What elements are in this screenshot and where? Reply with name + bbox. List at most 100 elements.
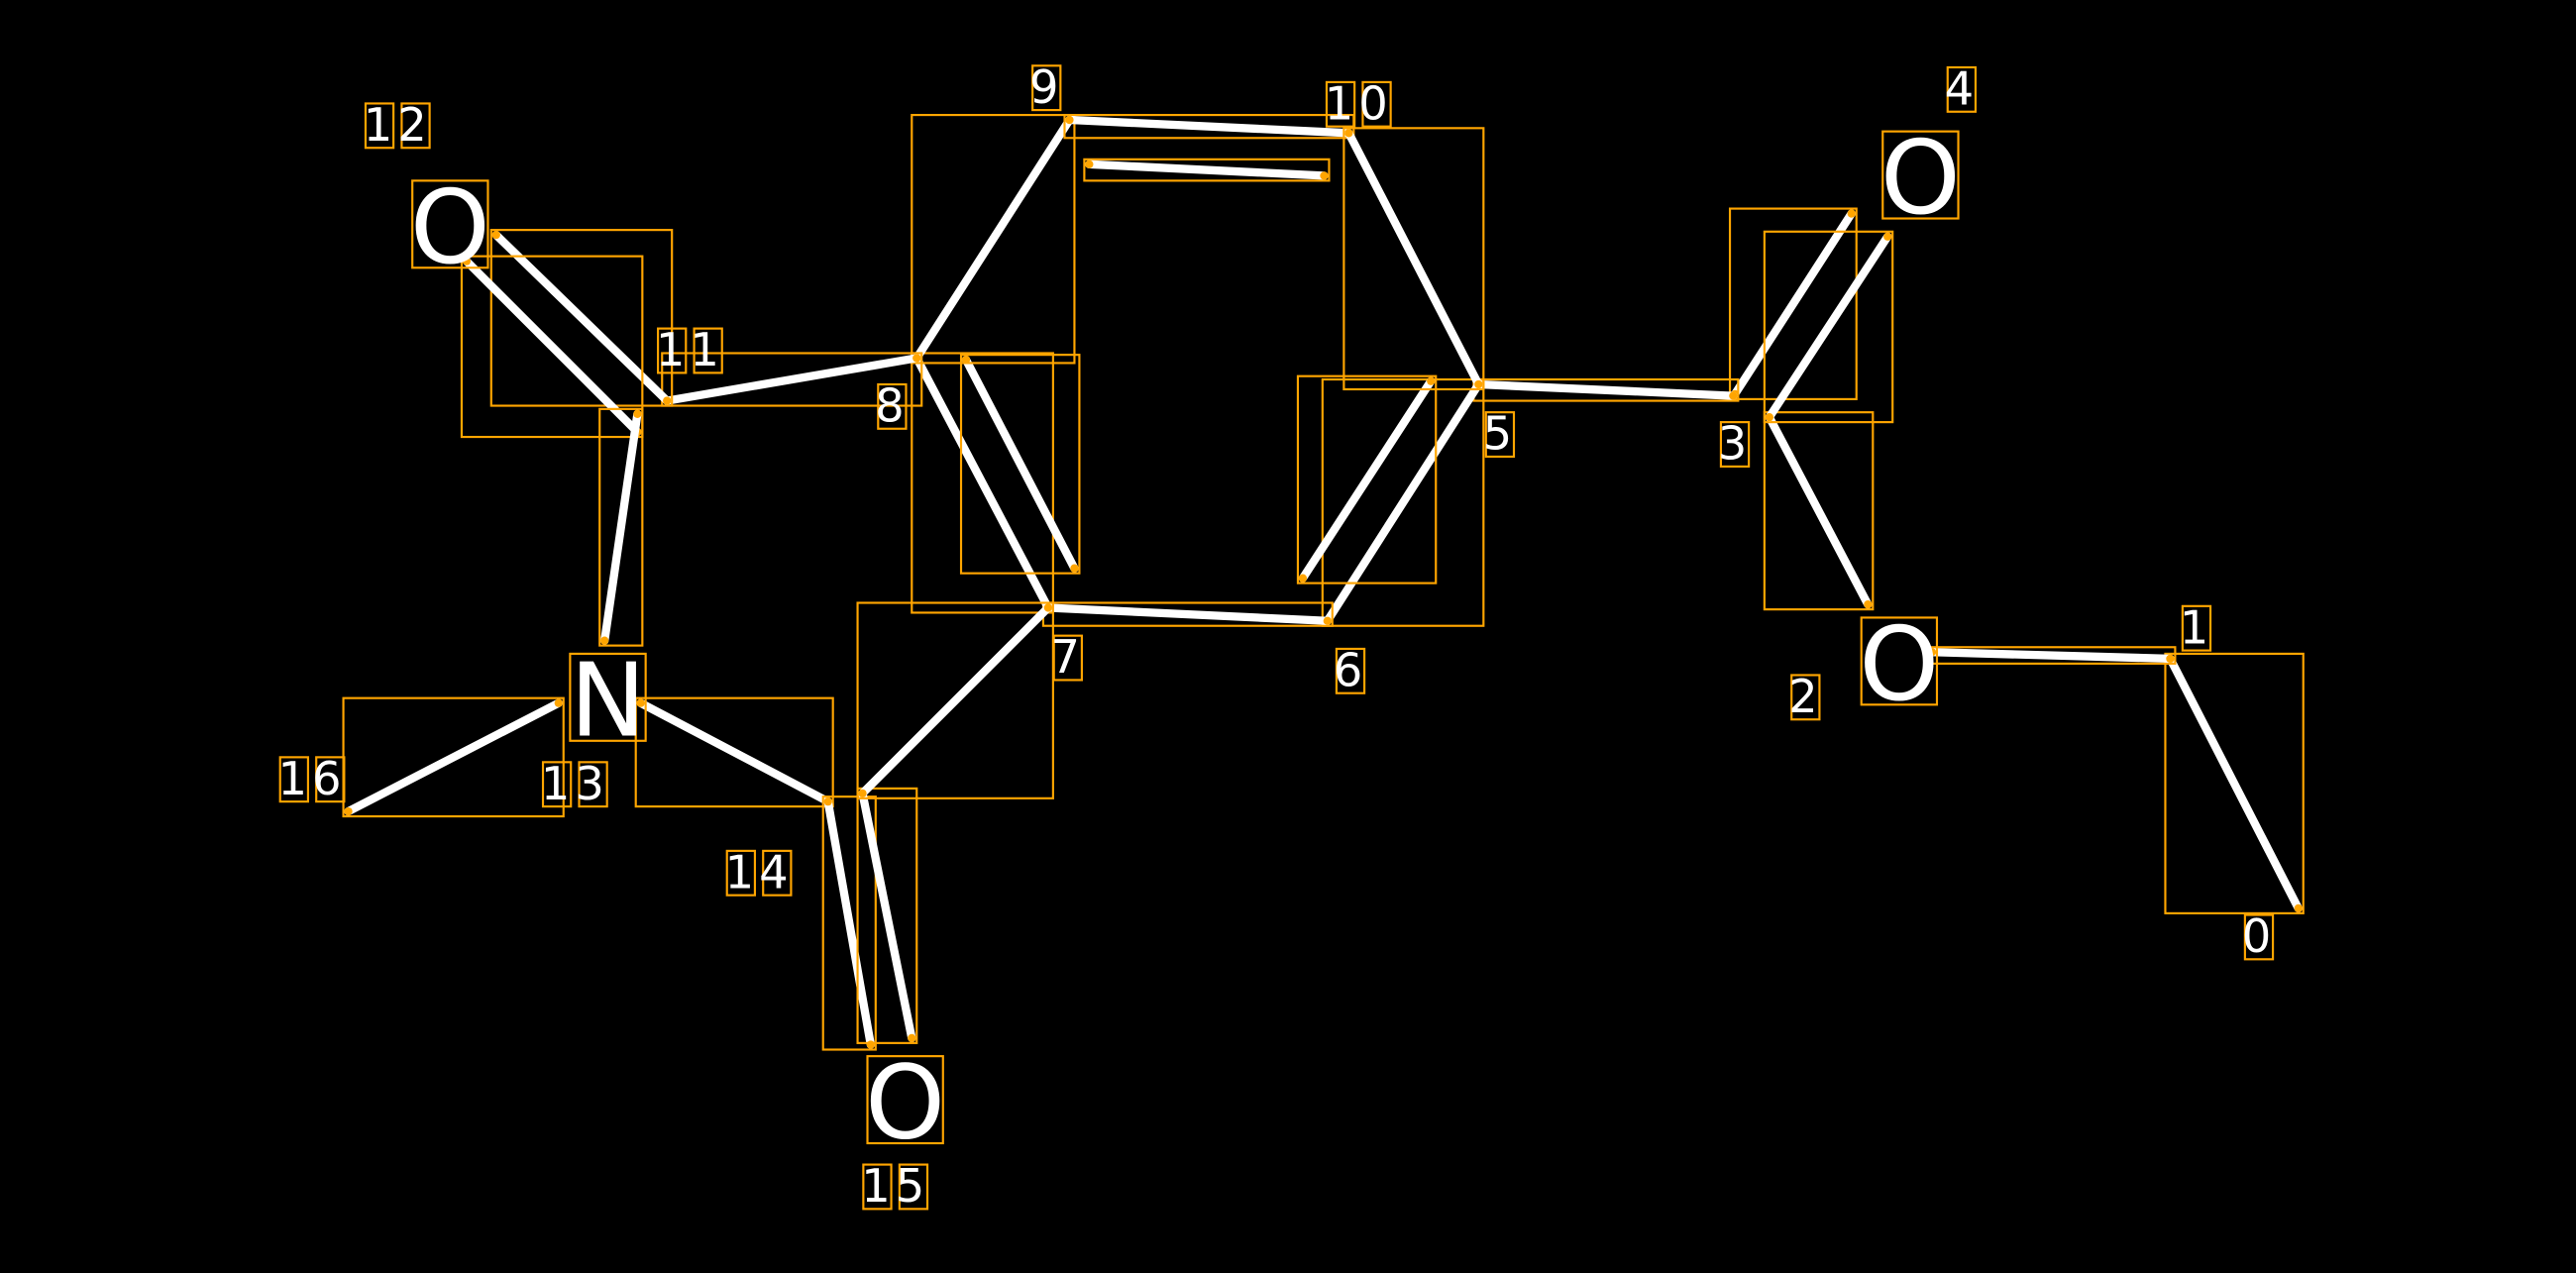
bond-endpoint — [1864, 600, 1873, 609]
atom-2: O2 — [1788, 606, 1939, 724]
bond-line — [462, 257, 642, 437]
bond-bounding-box — [1728, 207, 1858, 400]
bond-endpoint — [1474, 379, 1483, 389]
bond-bounding-box — [1083, 158, 1331, 182]
bond-14-7 — [856, 601, 1054, 799]
index-digit-box — [278, 756, 309, 803]
atom-10: 10 — [1325, 76, 1392, 130]
element-label: O — [1859, 606, 1939, 724]
bond-endpoint — [858, 789, 867, 797]
bond-endpoint — [1085, 159, 1094, 168]
bond-endpoint — [491, 230, 500, 240]
atom-3: 3 — [1718, 417, 1751, 471]
atom-15: O15 — [861, 1045, 945, 1213]
atom-index-label: 12 — [364, 98, 432, 152]
bond-bounding-box — [1925, 646, 2177, 665]
bond-endpoint — [961, 355, 971, 365]
atom-index-label: 0 — [2242, 909, 2277, 963]
bond-13-14 — [634, 696, 834, 808]
bond-2-3 — [1763, 411, 1875, 611]
atom-index-label: 15 — [861, 1159, 929, 1213]
atom-7: 7 — [1051, 630, 1083, 684]
bond-endpoint — [1323, 616, 1332, 625]
bond-line — [858, 603, 1053, 797]
bond-line — [1323, 379, 1483, 625]
bond-line — [1765, 232, 1892, 422]
bond-bounding-box — [1296, 374, 1438, 584]
bond-bounding-box — [911, 352, 1054, 614]
index-digit-box — [862, 1163, 893, 1211]
bond-line — [600, 409, 642, 645]
atom-11: 11 — [656, 323, 724, 376]
bond-8-9 — [911, 113, 1076, 365]
atom-index-label: 11 — [656, 323, 724, 376]
bond-line — [961, 355, 1079, 573]
bond-line — [1298, 376, 1436, 583]
atom-index-label: 9 — [1029, 60, 1064, 114]
bond-line — [1085, 159, 1329, 180]
element-bounding-box — [411, 179, 489, 269]
bond-line — [1765, 413, 1873, 609]
atom-8: 8 — [875, 379, 908, 433]
element-label: O — [410, 169, 490, 287]
bond-6-7 — [1041, 601, 1334, 627]
bond-9-10 — [1063, 113, 1355, 182]
index-digit-box — [762, 849, 793, 897]
index-digit-box — [1719, 421, 1751, 468]
bond-13-16 — [342, 696, 565, 818]
bond-line — [912, 115, 1074, 363]
bond-endpoint — [1427, 376, 1436, 385]
index-digit-box — [1052, 634, 1083, 682]
bond-line — [1043, 603, 1332, 625]
bond-7-8 — [911, 352, 1081, 614]
bond-bounding-box — [959, 354, 1081, 575]
bond-line — [912, 354, 1053, 612]
bond-line — [823, 796, 875, 1049]
atom-index-label: 4 — [1945, 62, 1980, 116]
bond-3-4 — [1728, 207, 1894, 424]
bond-endpoint — [663, 396, 672, 405]
atom-13: N13 — [541, 642, 647, 810]
bond-endpoint — [1883, 232, 1892, 241]
bond-layer — [342, 113, 2305, 1051]
index-digit-box — [2181, 604, 2212, 652]
atom-9: 9 — [1029, 60, 1064, 114]
bond-endpoint — [462, 257, 472, 265]
bond-0-1 — [2164, 652, 2305, 914]
element-label: N — [570, 642, 646, 760]
bond-14-15 — [821, 787, 918, 1051]
index-digit-box — [725, 849, 757, 897]
bond-bounding-box — [1763, 230, 1894, 424]
atom-16: 16 — [278, 752, 347, 805]
bond-endpoint — [1065, 115, 1074, 125]
index-digit-box — [541, 761, 573, 808]
atom-12: O 12 — [364, 98, 490, 287]
atom-index-label: 14 — [725, 845, 794, 899]
index-digit-box — [693, 327, 723, 374]
bond-line — [663, 354, 921, 405]
bond-line — [1927, 648, 2175, 664]
atom-index-label: 16 — [278, 752, 347, 805]
atom-0: 0 — [2242, 909, 2277, 963]
index-digit-box — [1946, 65, 1978, 113]
bond-endpoint — [1765, 413, 1773, 422]
bond-bounding-box — [598, 407, 644, 647]
bond-bounding-box — [911, 113, 1076, 365]
bond-11-13 — [598, 407, 644, 647]
index-digit-box — [364, 102, 395, 150]
bond-11-12 — [460, 229, 674, 439]
atom-index-label: 5 — [1483, 407, 1518, 461]
bond-bounding-box — [489, 229, 674, 407]
bond-5-6 — [1296, 374, 1485, 627]
bond-endpoint — [823, 796, 832, 806]
index-digit-box — [877, 382, 908, 430]
bond-line — [1474, 379, 1738, 400]
bond-line — [1344, 129, 1483, 389]
bond-bounding-box — [821, 796, 877, 1051]
index-digit-box — [1790, 674, 1821, 721]
bond-line — [636, 698, 832, 806]
bond-bounding-box — [460, 255, 644, 439]
index-digit-box — [1325, 80, 1356, 128]
